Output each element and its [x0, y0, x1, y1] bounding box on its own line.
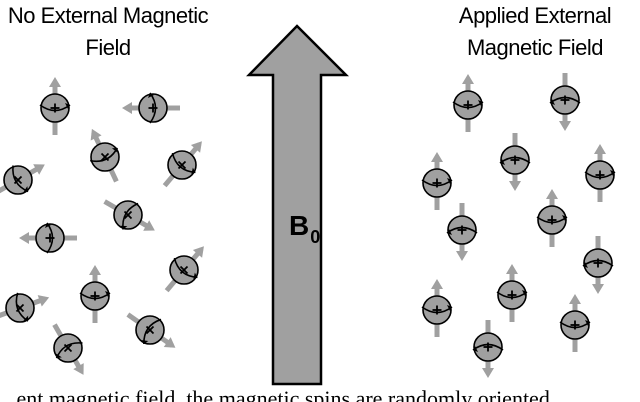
cross-sign: [145, 325, 155, 335]
plus-sign: [50, 103, 60, 113]
spin-particle: [536, 189, 568, 247]
spin-particle: [164, 246, 204, 293]
field-label: B0: [289, 210, 320, 247]
random-spin-group: [0, 77, 204, 375]
spin-particle: [19, 222, 77, 254]
plus-sign: [148, 103, 158, 113]
spin-particle: [126, 312, 176, 348]
spin-particle: [559, 294, 591, 352]
field-label-subscript: 0: [310, 227, 320, 247]
cross-sign: [179, 265, 189, 275]
spin-particle: [103, 199, 155, 231]
plus-sign: [483, 342, 493, 352]
plus-sign: [570, 320, 580, 330]
title-no-external-field: No External Magnetic Field: [0, 0, 216, 64]
spin-particle: [446, 203, 478, 261]
spin-particle: [162, 141, 202, 188]
title-right-line-2: Magnetic Field: [466, 35, 604, 60]
aligned-spin-group: [421, 73, 616, 378]
plus-sign: [45, 233, 55, 243]
plus-sign: [595, 170, 605, 180]
precession-orbit: [15, 292, 29, 322]
spin-particle: [499, 133, 531, 191]
spin-particle: [421, 279, 453, 337]
cross-sign: [13, 175, 23, 185]
field-arrow-shape: [246, 24, 350, 386]
plus-sign: [463, 100, 473, 110]
spin-particle: [496, 264, 528, 322]
spin-particle: [584, 144, 616, 202]
plus-sign: [560, 95, 570, 105]
spin-particle: [421, 152, 453, 210]
spin-particle: [582, 236, 614, 294]
plus-sign: [593, 258, 603, 268]
spin-particle: [79, 265, 111, 323]
plus-sign: [507, 290, 517, 300]
spin-particle: [0, 164, 45, 196]
cross-sign: [123, 210, 133, 220]
plus-sign: [457, 225, 467, 235]
plus-sign: [432, 305, 442, 315]
spin-particle: [0, 292, 50, 323]
title-left-line-1: No External Magnetic: [7, 3, 209, 28]
cross-sign: [100, 152, 110, 162]
title-right-line-1: Applied External: [458, 3, 612, 28]
magnetic-field-arrow: B0: [246, 24, 350, 386]
spin-particle: [122, 92, 180, 124]
plus-sign: [510, 155, 520, 165]
spin-particle: [39, 77, 71, 135]
field-label-main: B: [289, 210, 309, 241]
cross-sign: [15, 303, 25, 313]
caption-fragment: ...ent magnetic field, the magnetic spin…: [0, 388, 567, 402]
spin-particle: [52, 323, 84, 375]
plus-sign: [90, 291, 100, 301]
title-left-line-2: Field: [85, 35, 131, 60]
plus-sign: [432, 178, 442, 188]
cross-sign: [63, 343, 73, 353]
cross-sign: [177, 160, 187, 170]
plus-sign: [547, 215, 557, 225]
spin-particle: [89, 128, 120, 183]
spin-particle: [472, 320, 504, 378]
spin-particle: [549, 73, 581, 131]
spin-particle: [452, 74, 484, 132]
title-applied-external-field: Applied External Magnetic Field: [430, 0, 640, 64]
